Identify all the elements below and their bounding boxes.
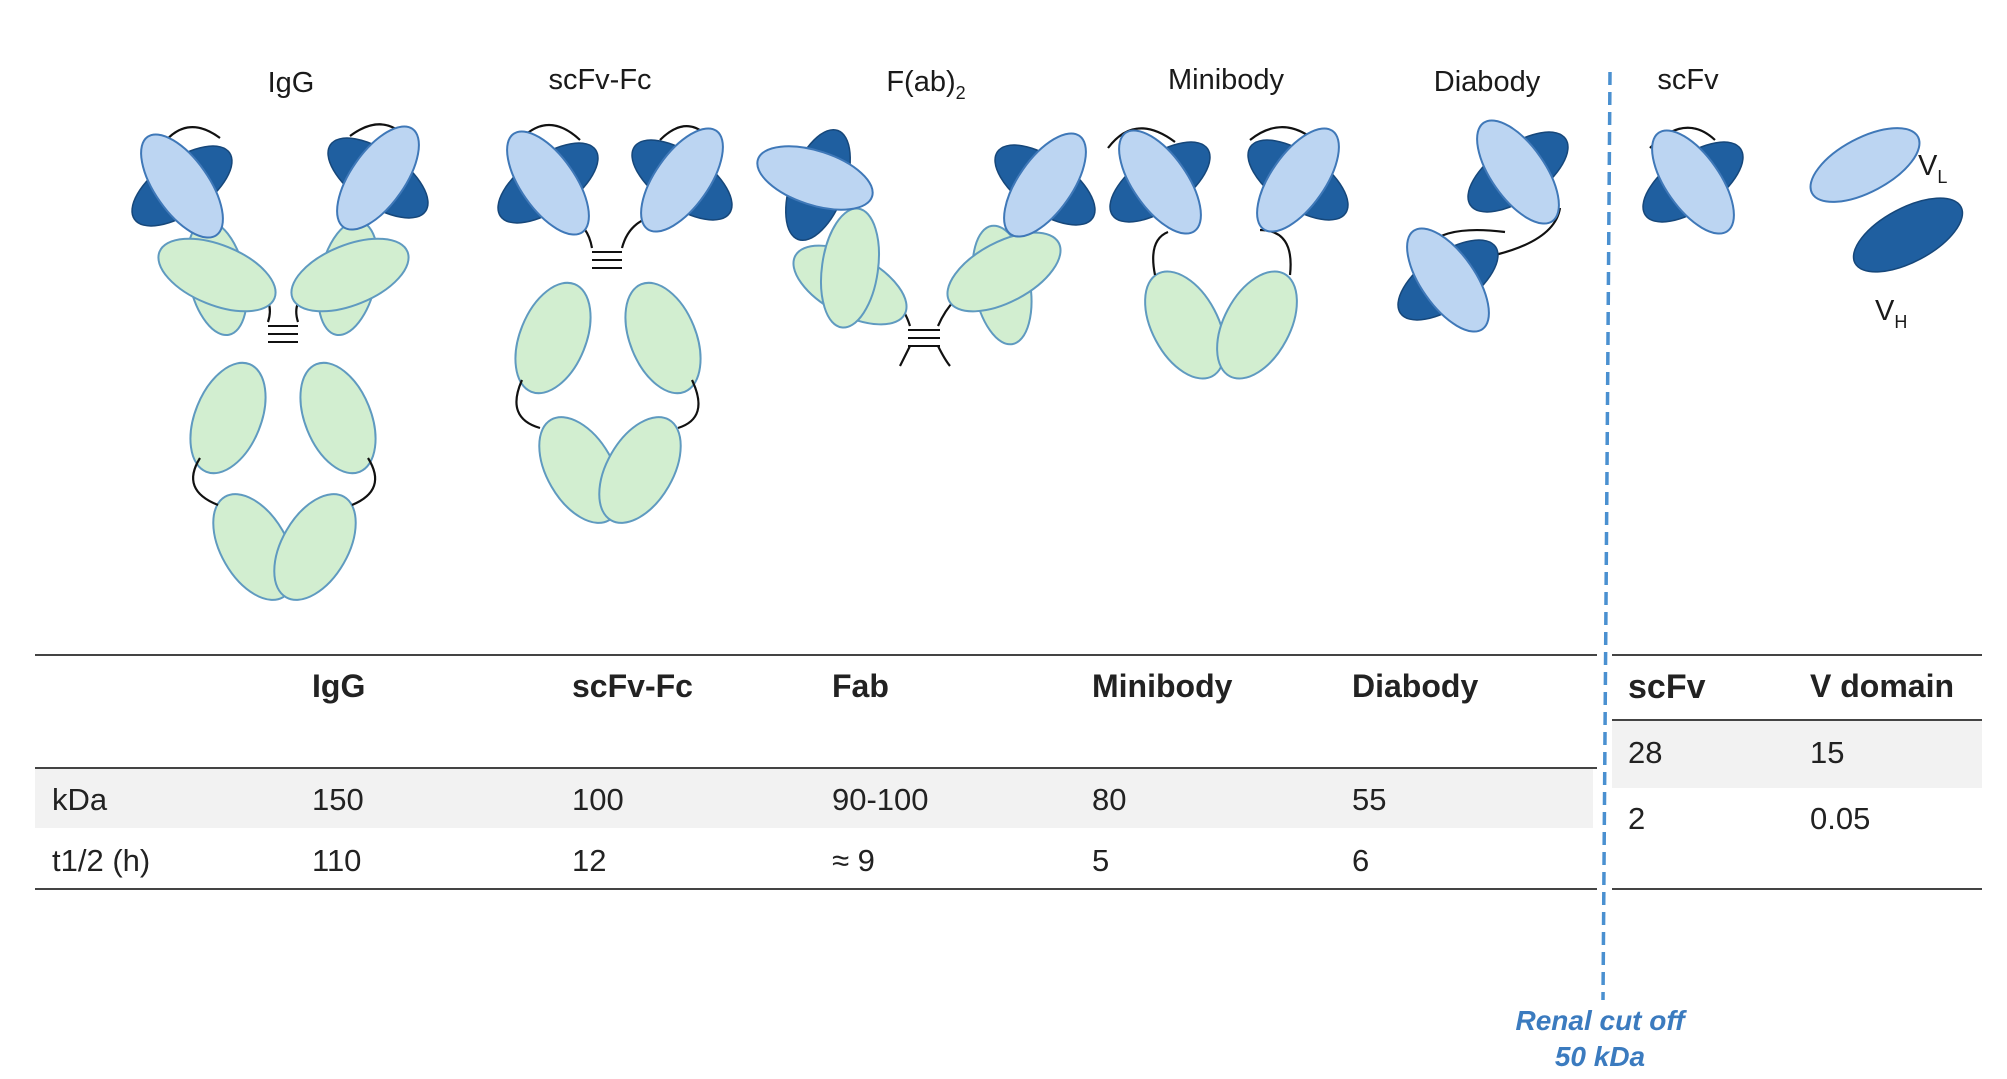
fab2-structure: [756, 119, 1109, 367]
col-header-v-domain: V domain: [1810, 668, 1954, 704]
scfv-fc-structure: [484, 114, 746, 524]
label-diabody: Diabody: [1434, 66, 1541, 98]
col-header-minibody: Minibody: [1092, 668, 1233, 704]
label-vh: VH: [1875, 295, 1907, 332]
label-scfv-fc: scFv-Fc: [548, 64, 651, 96]
label-fab2-main: F(ab): [886, 66, 955, 98]
row-label-kda: kDa: [52, 782, 108, 817]
table-left: IgG scFv-Fc Fab Minibody Diabody kDa 150…: [35, 654, 1597, 890]
cell-t12-diabody: 6: [1352, 843, 1369, 878]
renal-cutoff-label-line1: Renal cut off: [1515, 1005, 1687, 1036]
col-header-igg: IgG: [312, 668, 365, 704]
row-label-half-life: t1/2 (h): [52, 843, 150, 878]
diabody-structure: [1384, 106, 1582, 346]
scfv-structure: [1629, 116, 1757, 248]
label-scfv: scFv: [1657, 64, 1719, 96]
cell-t12-scfv-fc: 12: [572, 843, 606, 878]
cell-kda-v-domain: 15: [1810, 735, 1844, 770]
col-header-scfv-fc: scFv-Fc: [572, 668, 693, 704]
renal-cutoff-label-line2: 50 kDa: [1555, 1041, 1645, 1072]
igg-structure: [118, 112, 442, 601]
cell-t12-v-domain: 0.05: [1810, 801, 1870, 836]
cell-kda-scfv-fc: 100: [572, 782, 624, 817]
label-fab2-sub: 2: [956, 83, 966, 103]
label-igg: IgG: [268, 67, 315, 99]
cell-kda-diabody: 55: [1352, 782, 1386, 817]
table-right: scFv V domain 28 15 2 0.05: [1612, 654, 1982, 890]
minibody-structure: [1096, 114, 1362, 380]
col-header-fab: Fab: [832, 668, 889, 704]
cell-kda-fab: 90-100: [832, 782, 929, 817]
cell-t12-igg: 110: [312, 843, 361, 878]
table-row-band: [35, 768, 1593, 828]
cell-t12-fab: ≈ 9: [832, 843, 875, 878]
cell-kda-igg: 150: [312, 782, 364, 817]
label-vl: VL: [1918, 150, 1947, 187]
v-domain-structure: VL VH: [1809, 127, 1964, 332]
cell-t12-minibody: 5: [1092, 843, 1109, 878]
renal-cutoff-line: [1601, 71, 1612, 1001]
label-minibody: Minibody: [1168, 64, 1285, 96]
cell-kda-scfv: 28: [1628, 735, 1662, 770]
table-row-band: [1612, 720, 1982, 788]
col-header-scfv: scFv: [1628, 668, 1706, 706]
cell-t12-scfv: 2: [1628, 801, 1645, 836]
col-header-diabody: Diabody: [1352, 668, 1478, 704]
label-fab2: F(ab)2: [886, 66, 965, 103]
cell-kda-minibody: 80: [1092, 782, 1126, 817]
